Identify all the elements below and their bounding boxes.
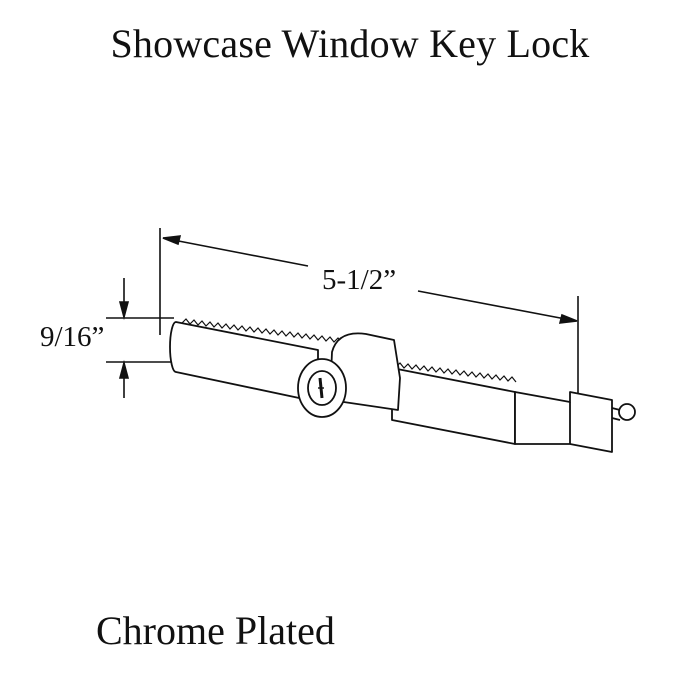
catch-bracket [514, 391, 613, 453]
length-dimension-line-left [162, 237, 309, 267]
height-label: 9/16” [40, 321, 104, 353]
cylinder-housing [329, 332, 401, 411]
lock-cylinder [297, 332, 401, 418]
end-pin [618, 403, 636, 421]
height-dimension [106, 278, 174, 398]
rack-teeth-front [395, 362, 517, 383]
length-arrow-left [162, 235, 182, 246]
length-dimension-line-right [417, 290, 577, 322]
length-dimension [159, 228, 579, 396]
rack-teeth [181, 318, 359, 346]
length-label: 5-1/2” [322, 264, 396, 296]
finish-label: Chrome Plated [96, 608, 335, 653]
rear-rod [169, 321, 319, 403]
front-bar [391, 367, 516, 445]
lock-bar [169, 321, 636, 453]
height-arrow-bottom [118, 359, 130, 379]
length-arrow-right [558, 313, 578, 324]
height-arrow-top [118, 301, 130, 321]
diagram-title: Showcase Window Key Lock [110, 21, 590, 66]
